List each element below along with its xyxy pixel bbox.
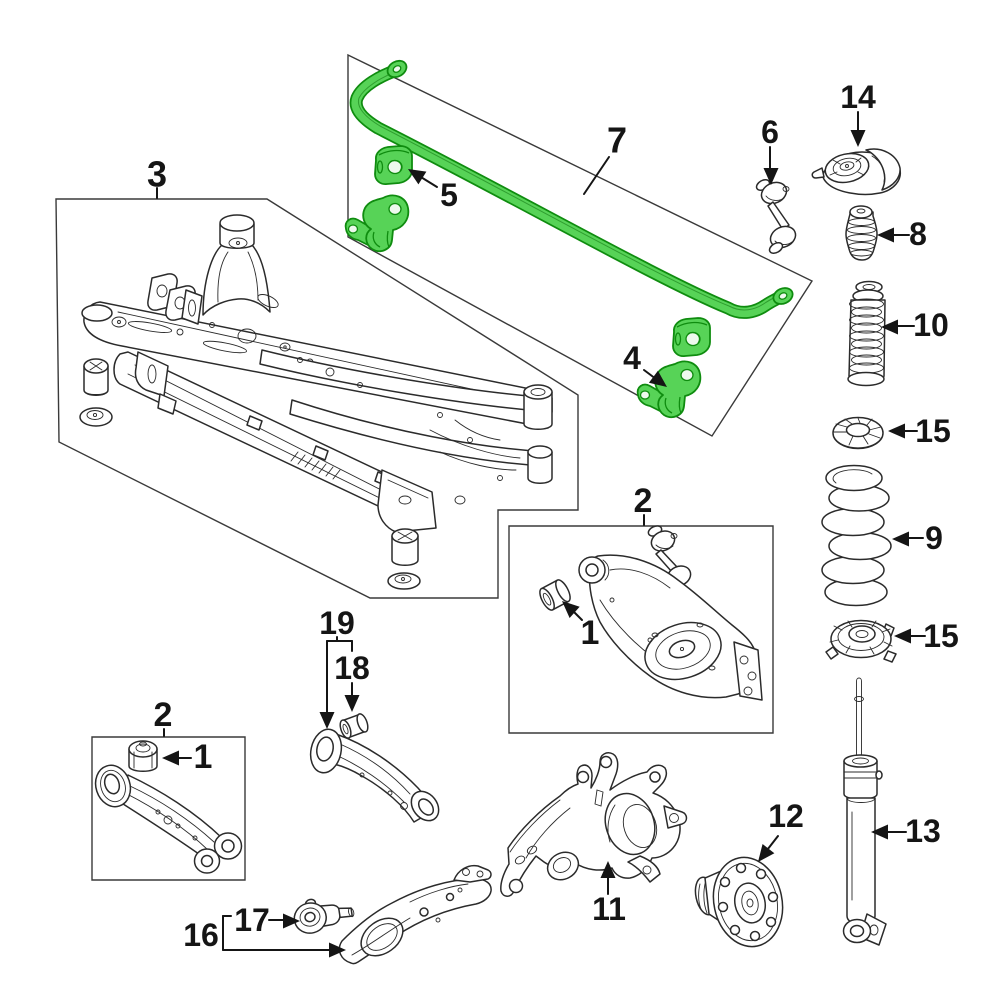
callout-rear-subframe-crossmember: 3	[147, 154, 167, 199]
callout-lower-arm-group: 2	[634, 482, 653, 526]
group-box-stabilizer-7	[347, 53, 814, 437]
callout-arrowhead-icon	[877, 227, 894, 243]
callout-trailing-arm: 16	[183, 915, 346, 958]
callout-rear-knuckle: 11	[592, 861, 626, 927]
group-box-assist-arm-2	[91, 736, 246, 881]
callout-shock-absorber-mount: 14	[840, 79, 876, 147]
callout-label-12: 12	[768, 798, 804, 834]
callout-arrowhead-icon	[881, 319, 898, 335]
callout-shock-absorber: 13	[871, 813, 941, 849]
stabilizer-bar	[349, 59, 794, 319]
callout-label-7: 7	[607, 120, 627, 161]
stabilizer-link	[755, 179, 797, 254]
callout-label-18: 18	[334, 650, 370, 686]
callout-label-15: 15	[923, 618, 959, 654]
callout-arrowhead-icon	[888, 423, 905, 439]
shock-absorber	[842, 677, 887, 946]
callout-arrowhead-icon	[871, 824, 888, 840]
stabilizer-bushing-4	[672, 317, 711, 358]
hub-bearing-assembly	[694, 856, 784, 948]
callout-hub-bearing-assembly: 12	[758, 798, 804, 862]
stabilizer-bushing-5	[374, 145, 413, 186]
callout-leader-line	[573, 611, 583, 621]
stabilizer-bracket-4	[636, 360, 702, 419]
callout-stabilizer-bar: 7	[583, 120, 627, 195]
callout-label-8: 8	[909, 216, 927, 252]
callout-arrowhead-icon	[562, 601, 580, 618]
dust-cover-boot	[847, 280, 886, 387]
upper-arm-assembly	[309, 728, 440, 823]
callout-label-2: 2	[634, 482, 653, 520]
callout-stabilizer-bracket: 4	[623, 340, 667, 387]
callout-label-6: 6	[761, 114, 779, 150]
callout-arrowhead-icon	[329, 942, 346, 958]
callout-arrowhead-icon	[758, 843, 775, 862]
callout-coil-spring: 9	[892, 520, 943, 556]
callout-leader-line	[583, 156, 610, 195]
callout-upper-arm-bushing: 18	[334, 650, 370, 712]
group-box-subframe-3	[55, 198, 579, 599]
callout-stabilizer-bar-bushing: 5	[408, 169, 458, 213]
callout-dust-cover-boot: 10	[881, 307, 949, 343]
callout-label-3: 3	[147, 154, 167, 195]
callout-bump-stopper: 8	[877, 216, 927, 252]
callout-arrowhead-icon	[162, 750, 179, 766]
spring-pad-lower	[825, 619, 897, 663]
upper-arm-bushing	[339, 713, 369, 739]
callout-label-4: 4	[623, 340, 641, 376]
callout-spring-pad-lower: 15	[894, 618, 959, 654]
group-box-lower-arm-2	[508, 525, 774, 734]
callout-arrowhead-icon	[892, 531, 909, 547]
callout-spring-pad-upper: 15	[888, 413, 951, 449]
callout-label-19: 19	[319, 605, 355, 641]
callout-label-1: 1	[194, 738, 213, 776]
bump-stopper	[845, 205, 878, 261]
rear-knuckle	[500, 752, 688, 897]
group-boxes	[55, 53, 814, 881]
callout-upper-arm-assembly: 19	[319, 605, 355, 729]
stabilizer-bracket-5	[344, 194, 410, 253]
callout-label-10: 10	[913, 307, 949, 343]
callout-label-15: 15	[915, 413, 951, 449]
rear-subframe-crossmember	[79, 214, 553, 590]
callout-arrowhead-icon	[408, 169, 427, 185]
callout-arrowhead-icon	[319, 712, 335, 729]
shock-absorber-mount	[811, 148, 902, 196]
callout-lower-arm-bushing: 1	[562, 601, 600, 652]
callout-assist-arm-group: 2	[154, 696, 173, 737]
callout-trailing-arm-bushing: 17	[234, 902, 300, 938]
trailing-arm	[338, 864, 492, 965]
callout-label-14: 14	[840, 79, 876, 115]
callout-label-13: 13	[905, 813, 941, 849]
callout-label-2: 2	[154, 696, 173, 734]
callout-arrowhead-icon	[763, 168, 779, 185]
callout-label-9: 9	[925, 520, 943, 556]
lower-arm-group	[539, 525, 763, 701]
callout-label-11: 11	[592, 891, 626, 927]
callout-arrowhead-icon	[850, 130, 866, 147]
callout-arrowhead-icon	[648, 370, 667, 387]
callout-label-5: 5	[440, 177, 458, 213]
callout-arrowhead-icon	[283, 913, 300, 929]
callout-stabilizer-link: 6	[761, 114, 779, 185]
callout-arrowhead-icon	[344, 695, 360, 712]
trailing-arm-bushing	[293, 898, 355, 934]
spring-pad-upper	[832, 416, 884, 450]
callout-label-17: 17	[234, 902, 270, 938]
callout-arrowhead-icon	[894, 628, 911, 644]
callout-label-1: 1	[581, 614, 600, 652]
callout-arrowhead-icon	[600, 861, 616, 878]
callout-assist-arm-bushing: 1	[162, 738, 212, 776]
callout-label-16: 16	[183, 917, 219, 953]
coil-spring	[821, 464, 892, 607]
assist-arm-group	[94, 740, 243, 874]
